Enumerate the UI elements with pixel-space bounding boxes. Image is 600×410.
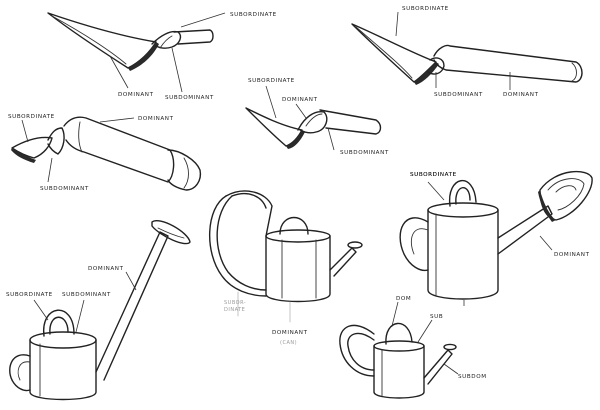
label-dominant: DOMINANT: [554, 252, 590, 258]
trowel-4-labels: SUBORDINATE DOMINANT SUBDOMINANT: [248, 78, 389, 156]
label-dominant: DOMINANT: [272, 330, 308, 336]
label-subordinate: SUBORDINATE: [230, 12, 277, 18]
trowel-1-labels: SUBORDINATE DOMINANT SUBDOMINANT: [109, 12, 277, 101]
trowel-sketch-3: [11, 116, 202, 191]
label-subordinate: SUBORDINATE: [402, 6, 449, 12]
label-subdominant: SUBDOMINANT: [434, 92, 483, 98]
label-dominant: DOMINANT: [503, 92, 539, 98]
label-faint-subordinate: SUBOR-: [224, 300, 246, 306]
label-subordinate: SUBORDINATE: [8, 114, 55, 120]
label-subordinate: SUBORDINATE: [248, 78, 295, 84]
label-subdominant: SUBDOMINANT: [340, 150, 389, 156]
label-dominant: DOMINANT: [118, 92, 154, 98]
trowel-3-labels: SUBORDINATE DOMINANT SUBDOMINANT: [8, 114, 174, 192]
can-2-labels: SUBOR- DINATE DOMINANT (CAN) SUBORDINATE: [224, 172, 457, 346]
watering-can-sketch-2: [209, 190, 363, 323]
label-subordinate: SUBORDINATE: [6, 292, 53, 298]
label-subdominant: SUBDOMINANT: [62, 292, 111, 298]
label-subdominant: SUBDOMINANT: [165, 95, 214, 101]
can-3-labels: SUBORDINATE DOMINANT: [410, 172, 590, 306]
label-sub: SUB: [430, 314, 443, 320]
label-subdom: SUBDOM: [458, 374, 487, 380]
watering-can-sketch-4: [339, 322, 457, 399]
label-subordinate-can-3: SUBORDINATE: [410, 172, 457, 178]
trowel-sketch-1: [47, 12, 214, 71]
trowel-2-labels: SUBORDINATE SUBDOMINANT DOMINANT: [395, 6, 539, 98]
label-faint-subordinate-cont: DINATE: [224, 307, 245, 313]
watering-can-sketch-1: [9, 220, 191, 401]
label-dominant: DOMINANT: [282, 97, 318, 103]
label-faint-note: (CAN): [280, 340, 297, 346]
label-dominant: DOMINANT: [138, 116, 174, 122]
label-subdominant: SUBDOMINANT: [40, 186, 89, 192]
label-dom: DOM: [396, 296, 411, 302]
can-1-labels: DOMINANT SUBORDINATE SUBDOMINANT: [6, 266, 137, 333]
can-4-labels: DOM SUB SUBDOM: [391, 296, 487, 380]
label-subordinate: SUBORDINATE: [410, 172, 457, 178]
trowel-sketch-2: [351, 23, 583, 85]
label-dominant: DOMINANT: [88, 266, 124, 272]
trowel-sketch-4: [245, 107, 382, 149]
watering-can-sketch-3: [399, 170, 593, 300]
